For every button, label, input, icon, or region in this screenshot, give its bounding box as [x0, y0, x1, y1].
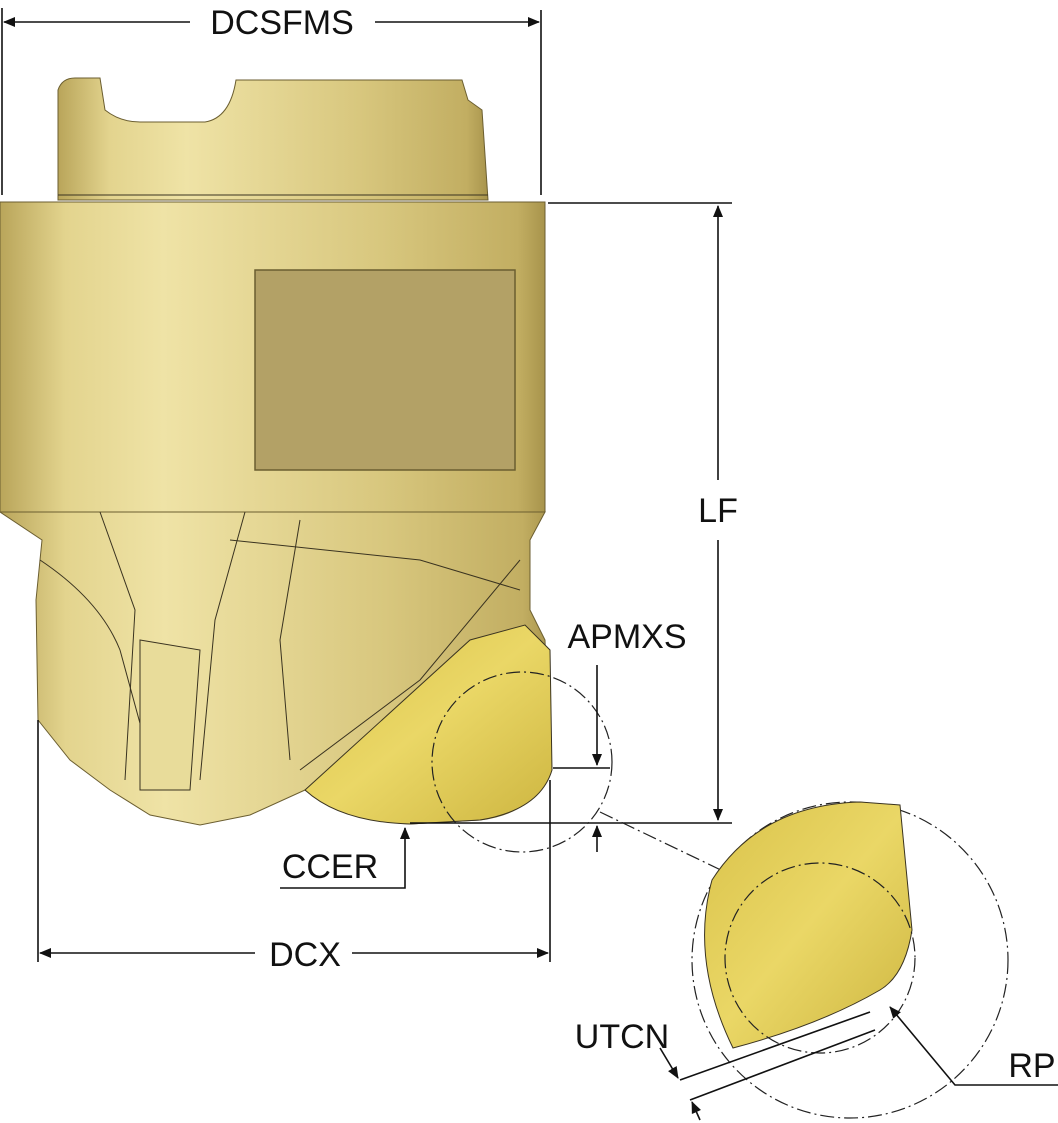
dimension-dcsfms: DCSFMS	[1, 4, 542, 195]
label-rp: RP	[1008, 1047, 1055, 1085]
label-utcn: UTCN	[575, 1018, 669, 1056]
label-lf: LF	[698, 492, 738, 530]
label-apmxs: APMXS	[567, 618, 686, 656]
dimension-dcx: DCX	[37, 720, 551, 974]
label-dcx: DCX	[269, 936, 341, 974]
label-dcsfms: DCSFMS	[210, 4, 354, 42]
cutter-head	[0, 511, 553, 826]
cutter-body	[0, 201, 546, 513]
label-ccer: CCER	[282, 848, 378, 886]
flat-face	[254, 269, 516, 471]
insert-detail-view: UTCN RP	[575, 801, 1058, 1121]
dimension-ccer: CCER	[280, 827, 410, 889]
dimension-apmxs: APMXS	[431, 618, 687, 853]
cutter-shank	[57, 77, 489, 201]
dimension-lf: LF	[410, 202, 738, 824]
